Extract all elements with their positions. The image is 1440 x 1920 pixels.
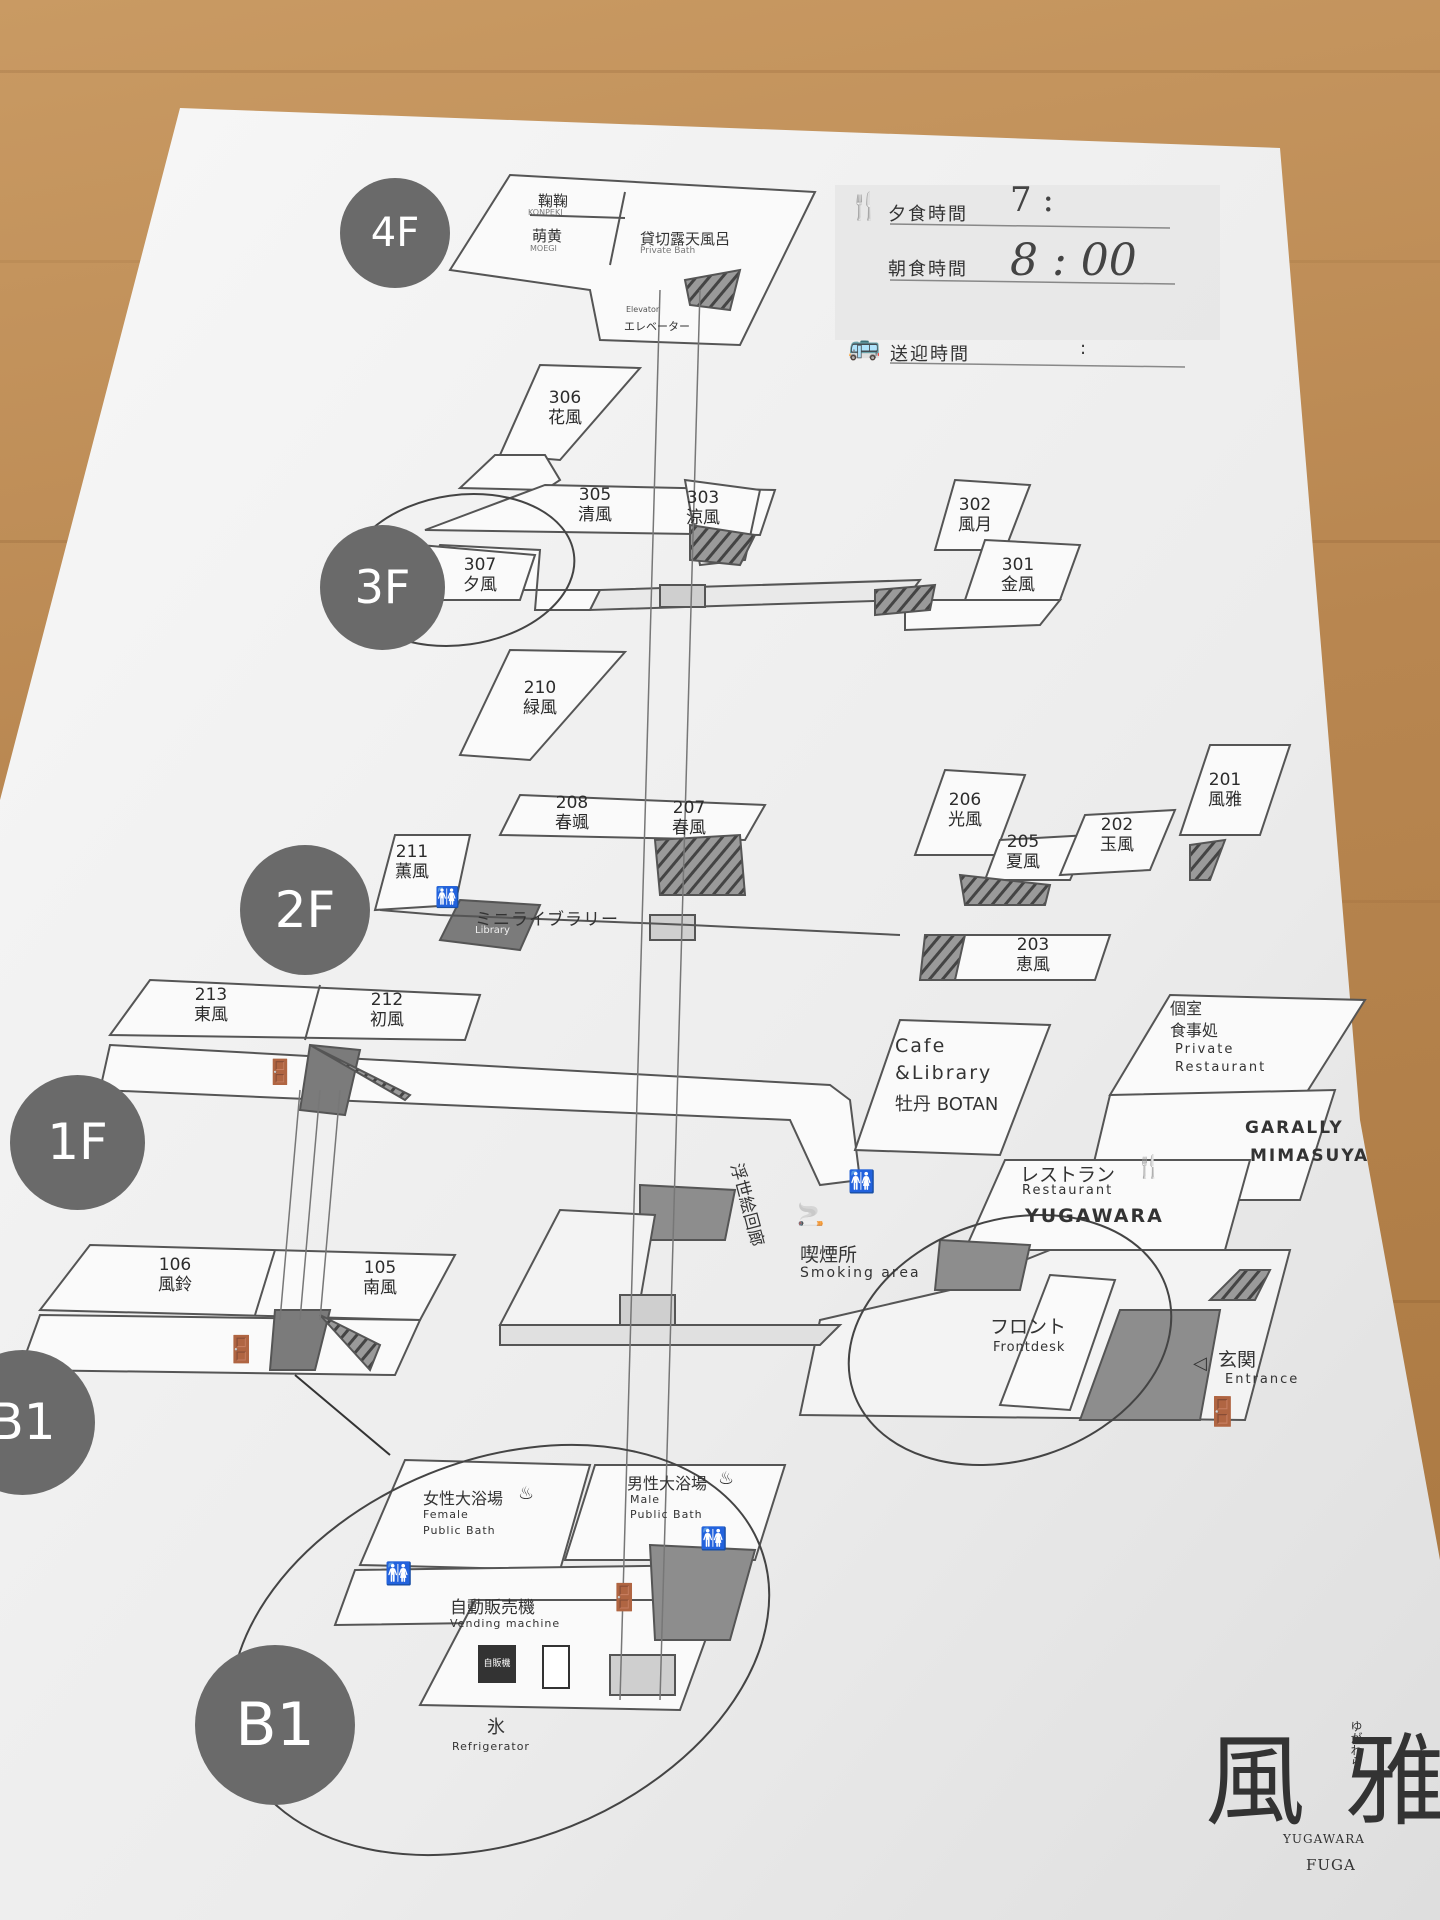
- floor-badge-3f: 3F: [320, 525, 445, 650]
- cafe-label-line2: &Library: [895, 1062, 993, 1084]
- private-restaurant-en1: Private: [1175, 1042, 1235, 1057]
- gallery-label-line1: GARALLY: [1245, 1118, 1344, 1138]
- floor-b1-upper-plan: [18, 1243, 457, 1456]
- logo-en2: FUGA: [1306, 1856, 1356, 1874]
- room-4f-b: 萌黄: [532, 227, 563, 245]
- exit-icon-entrance: 🚪: [1205, 1395, 1240, 1428]
- private-restaurant-line2: 食事処: [1170, 1021, 1219, 1040]
- vending-machine-icon: 自販機: [478, 1645, 516, 1683]
- breakfast-value: 8 : 00: [1010, 235, 1137, 286]
- gallery-label-line2: MIMASUYA: [1250, 1146, 1370, 1166]
- floor-badge-1f: 1F: [10, 1075, 145, 1210]
- male-bath-en2: Public Bath: [630, 1508, 703, 1521]
- elevator-4f-en: Elevator: [626, 305, 660, 314]
- ice-label: 氷: [487, 1717, 505, 1738]
- shuttle-icon: 🚌: [848, 332, 881, 362]
- floor-4f-plan: [448, 173, 817, 347]
- front-en: Frontdesk: [993, 1340, 1066, 1355]
- floor-b1-plan: [333, 1458, 787, 1712]
- dinner-label: 夕食時間: [888, 204, 968, 225]
- restaurant-en: Restaurant: [1022, 1183, 1114, 1198]
- vending-en: Vending machine: [450, 1617, 561, 1630]
- restaurant-label: レストラン: [1020, 1164, 1116, 1186]
- refrigerator-icon: [542, 1645, 570, 1689]
- floor-3f-plan: [393, 363, 1082, 632]
- restroom-icon-2f: 🚻: [435, 885, 460, 909]
- private-restaurant-line1: 個室: [1170, 999, 1203, 1018]
- female-bath-icon: ♨: [518, 1483, 535, 1504]
- library-en: Library: [475, 925, 510, 936]
- dinner-icon: 🍴: [848, 192, 881, 222]
- smoking-icon: 🚬: [797, 1203, 825, 1228]
- floor-badge-b1: B1: [195, 1645, 355, 1805]
- shuttle-value: :: [1080, 338, 1087, 359]
- dinner-value: 7 :: [1010, 180, 1054, 220]
- room-4f-a: 鞠鞠: [538, 192, 569, 210]
- male-bath-en1: Male: [630, 1493, 661, 1506]
- exit-icon-b1-upper: 🚪: [225, 1335, 258, 1365]
- female-bath-label: 女性大浴場: [423, 1489, 504, 1508]
- floor-badge-2f: 2F: [240, 845, 370, 975]
- male-bath-label: 男性大浴場: [627, 1474, 708, 1493]
- restroom-icon-b1-male: 🚻: [700, 1527, 728, 1552]
- room-4f-b-en: MOEGI: [530, 244, 557, 253]
- refrigerator-en: Refrigerator: [452, 1740, 530, 1753]
- room-4f-a-en: KONPEKI: [528, 208, 563, 217]
- restaurant-name: YUGAWARA: [1025, 1205, 1164, 1227]
- library-label: ミニライブラリー: [475, 910, 619, 930]
- private-bath-label: 貸切露天風呂: [640, 230, 731, 248]
- cafe-label-line1: Cafe: [895, 1035, 947, 1057]
- front-label: フロント: [990, 1316, 1067, 1338]
- smoking-label: 喫煙所: [800, 1244, 858, 1266]
- restroom-icon-b1-female: 🚻: [385, 1562, 413, 1587]
- entrance-en: Entrance: [1225, 1372, 1300, 1387]
- breakfast-label: 朝食時間: [888, 259, 968, 280]
- vending-label: 自動販売機: [450, 1598, 535, 1618]
- shuttle-label: 送迎時間: [890, 344, 970, 365]
- smoking-en: Smoking area: [800, 1265, 921, 1281]
- restaurant-icon: 🍴: [1135, 1155, 1163, 1180]
- schedule-panel: [835, 185, 1220, 340]
- male-bath-icon: ♨: [718, 1468, 735, 1489]
- restroom-icon-1f: 🚻: [848, 1170, 876, 1195]
- logo-en1: YUGAWARA: [1283, 1832, 1365, 1846]
- floor-2f-plan: [373, 648, 1292, 981]
- floor-badge-4f: 4F: [340, 178, 450, 288]
- private-restaurant-en2: Restaurant: [1175, 1060, 1267, 1075]
- floor-1f-plan: [98, 978, 1367, 1422]
- exit-icon-b1: 🚪: [608, 1583, 641, 1613]
- entrance-label: 玄関: [1218, 1349, 1257, 1371]
- logo-kana: ゆがわら: [1349, 1720, 1363, 1768]
- logo-kanji: 風雅: [1205, 1723, 1440, 1840]
- entrance-arrow-icon: ◁: [1193, 1353, 1207, 1374]
- elevator-4f-label: エレベーター: [624, 320, 690, 333]
- cafe-label-line3: 牡丹 BOTAN: [895, 1094, 999, 1115]
- female-bath-en1: Female: [423, 1508, 469, 1521]
- elevator-shaft: [279, 289, 701, 1701]
- exit-icon-1f: 🚪: [265, 1058, 295, 1086]
- female-bath-en2: Public Bath: [423, 1524, 496, 1537]
- schedule-lines: [889, 223, 1186, 368]
- private-bath-en: Private Bath: [640, 246, 696, 256]
